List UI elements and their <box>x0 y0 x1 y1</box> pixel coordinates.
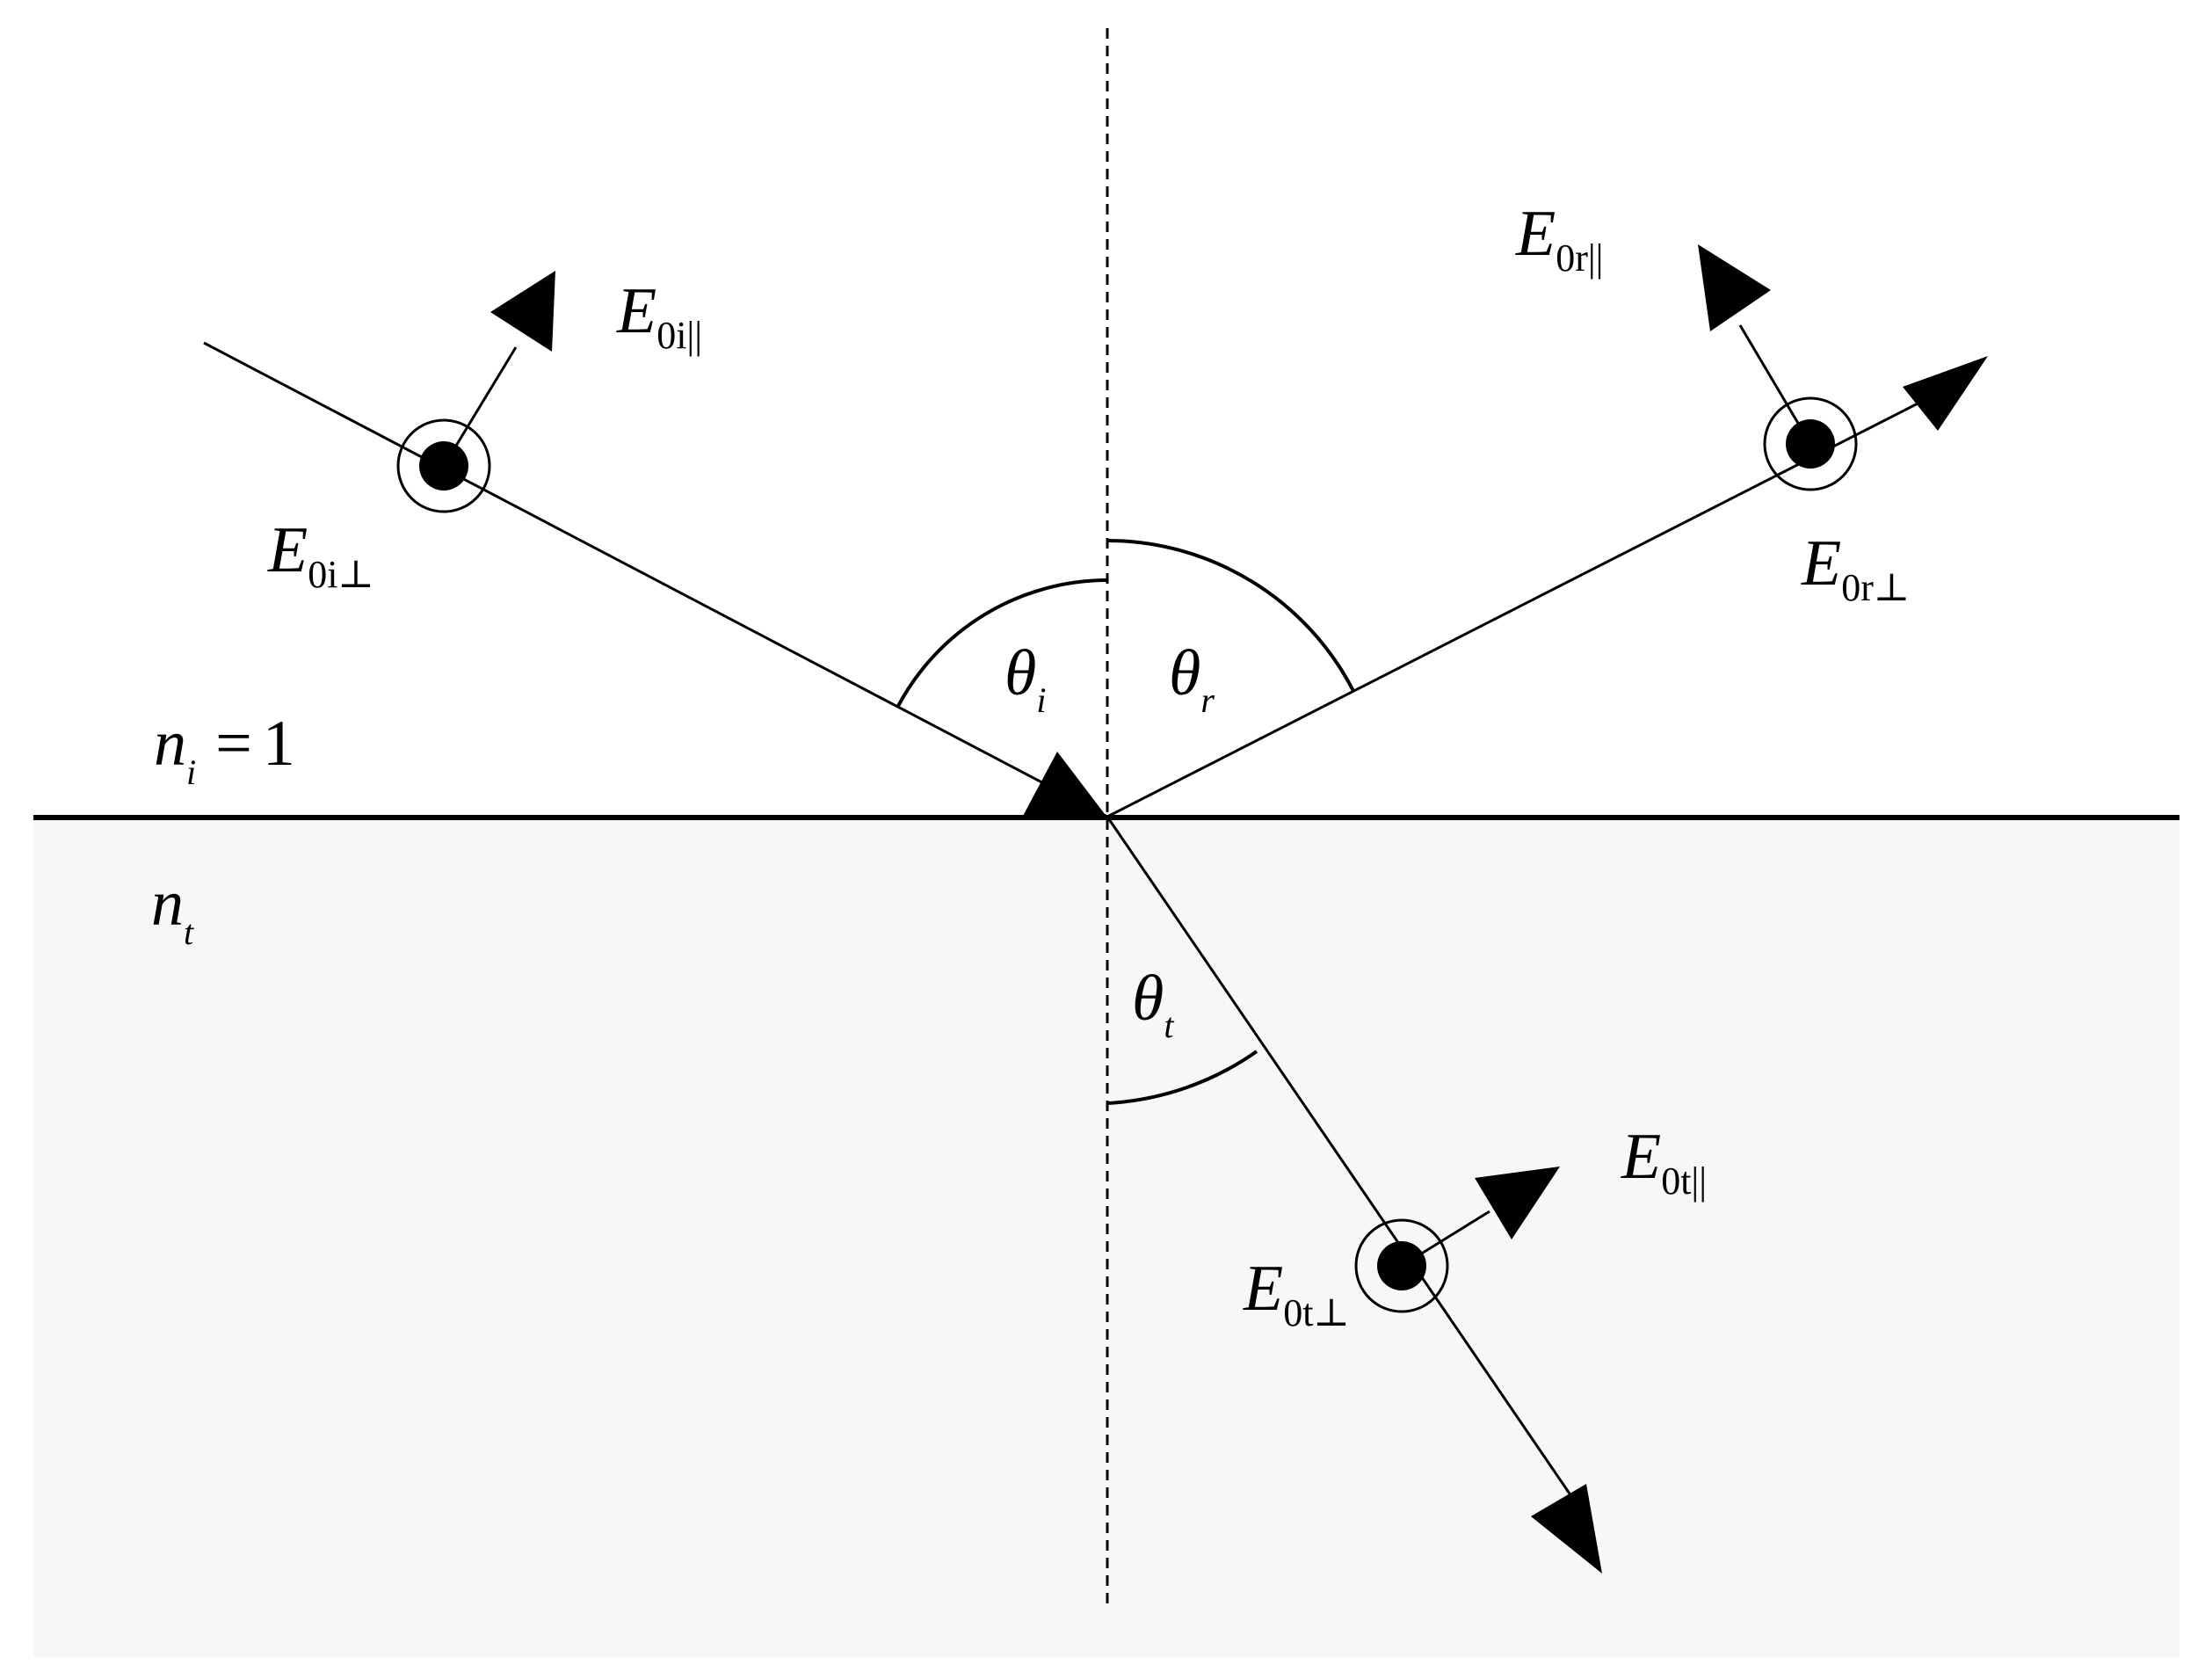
reflected-field-perp-label: E0r⊥ <box>1801 527 1910 609</box>
incident-angle-label: θi <box>1004 637 1046 720</box>
transmitted-medium-label: nt <box>151 868 194 952</box>
transmitted-field-parallel-label: E0t|| <box>1621 1121 1707 1203</box>
reflected-angle-label: θr <box>1169 637 1215 720</box>
reflected-field-parallel-arrow <box>1738 324 1812 445</box>
incident-field-parallel-label: E0i|| <box>616 275 702 357</box>
incident-ray <box>203 341 1106 818</box>
reflected-ray <box>1108 398 1926 818</box>
transmitted-field-parallel-arrowhead <box>1475 1167 1560 1239</box>
transmitted-angle-arc <box>1106 1050 1258 1105</box>
incident-medium-label: ni=1 <box>154 708 295 792</box>
incident-angle-arc <box>896 578 1108 709</box>
incident-ray-arrowhead <box>1022 752 1107 818</box>
transmitted-field-perp-label: E0t⊥ <box>1243 1253 1350 1334</box>
reflected-field-parallel-label: E0r|| <box>1515 198 1603 280</box>
lower-medium-region <box>33 818 2179 1657</box>
incident-field-perp-label: E0i⊥ <box>267 514 374 596</box>
reflected-angle-arc <box>1106 539 1355 692</box>
transmitted-ray-arrowhead <box>1531 1484 1602 1574</box>
reflected-field-parallel-arrowhead <box>1698 244 1771 331</box>
transmitted-angle-label: θt <box>1132 963 1174 1045</box>
incident-field-parallel-arrow <box>442 346 518 467</box>
incident-field-parallel-arrowhead <box>490 271 555 352</box>
transmitted-field-parallel-arrow <box>1401 1210 1490 1268</box>
reflected-ray-arrowhead <box>1903 356 1988 431</box>
transmitted-ray <box>1107 818 1575 1500</box>
